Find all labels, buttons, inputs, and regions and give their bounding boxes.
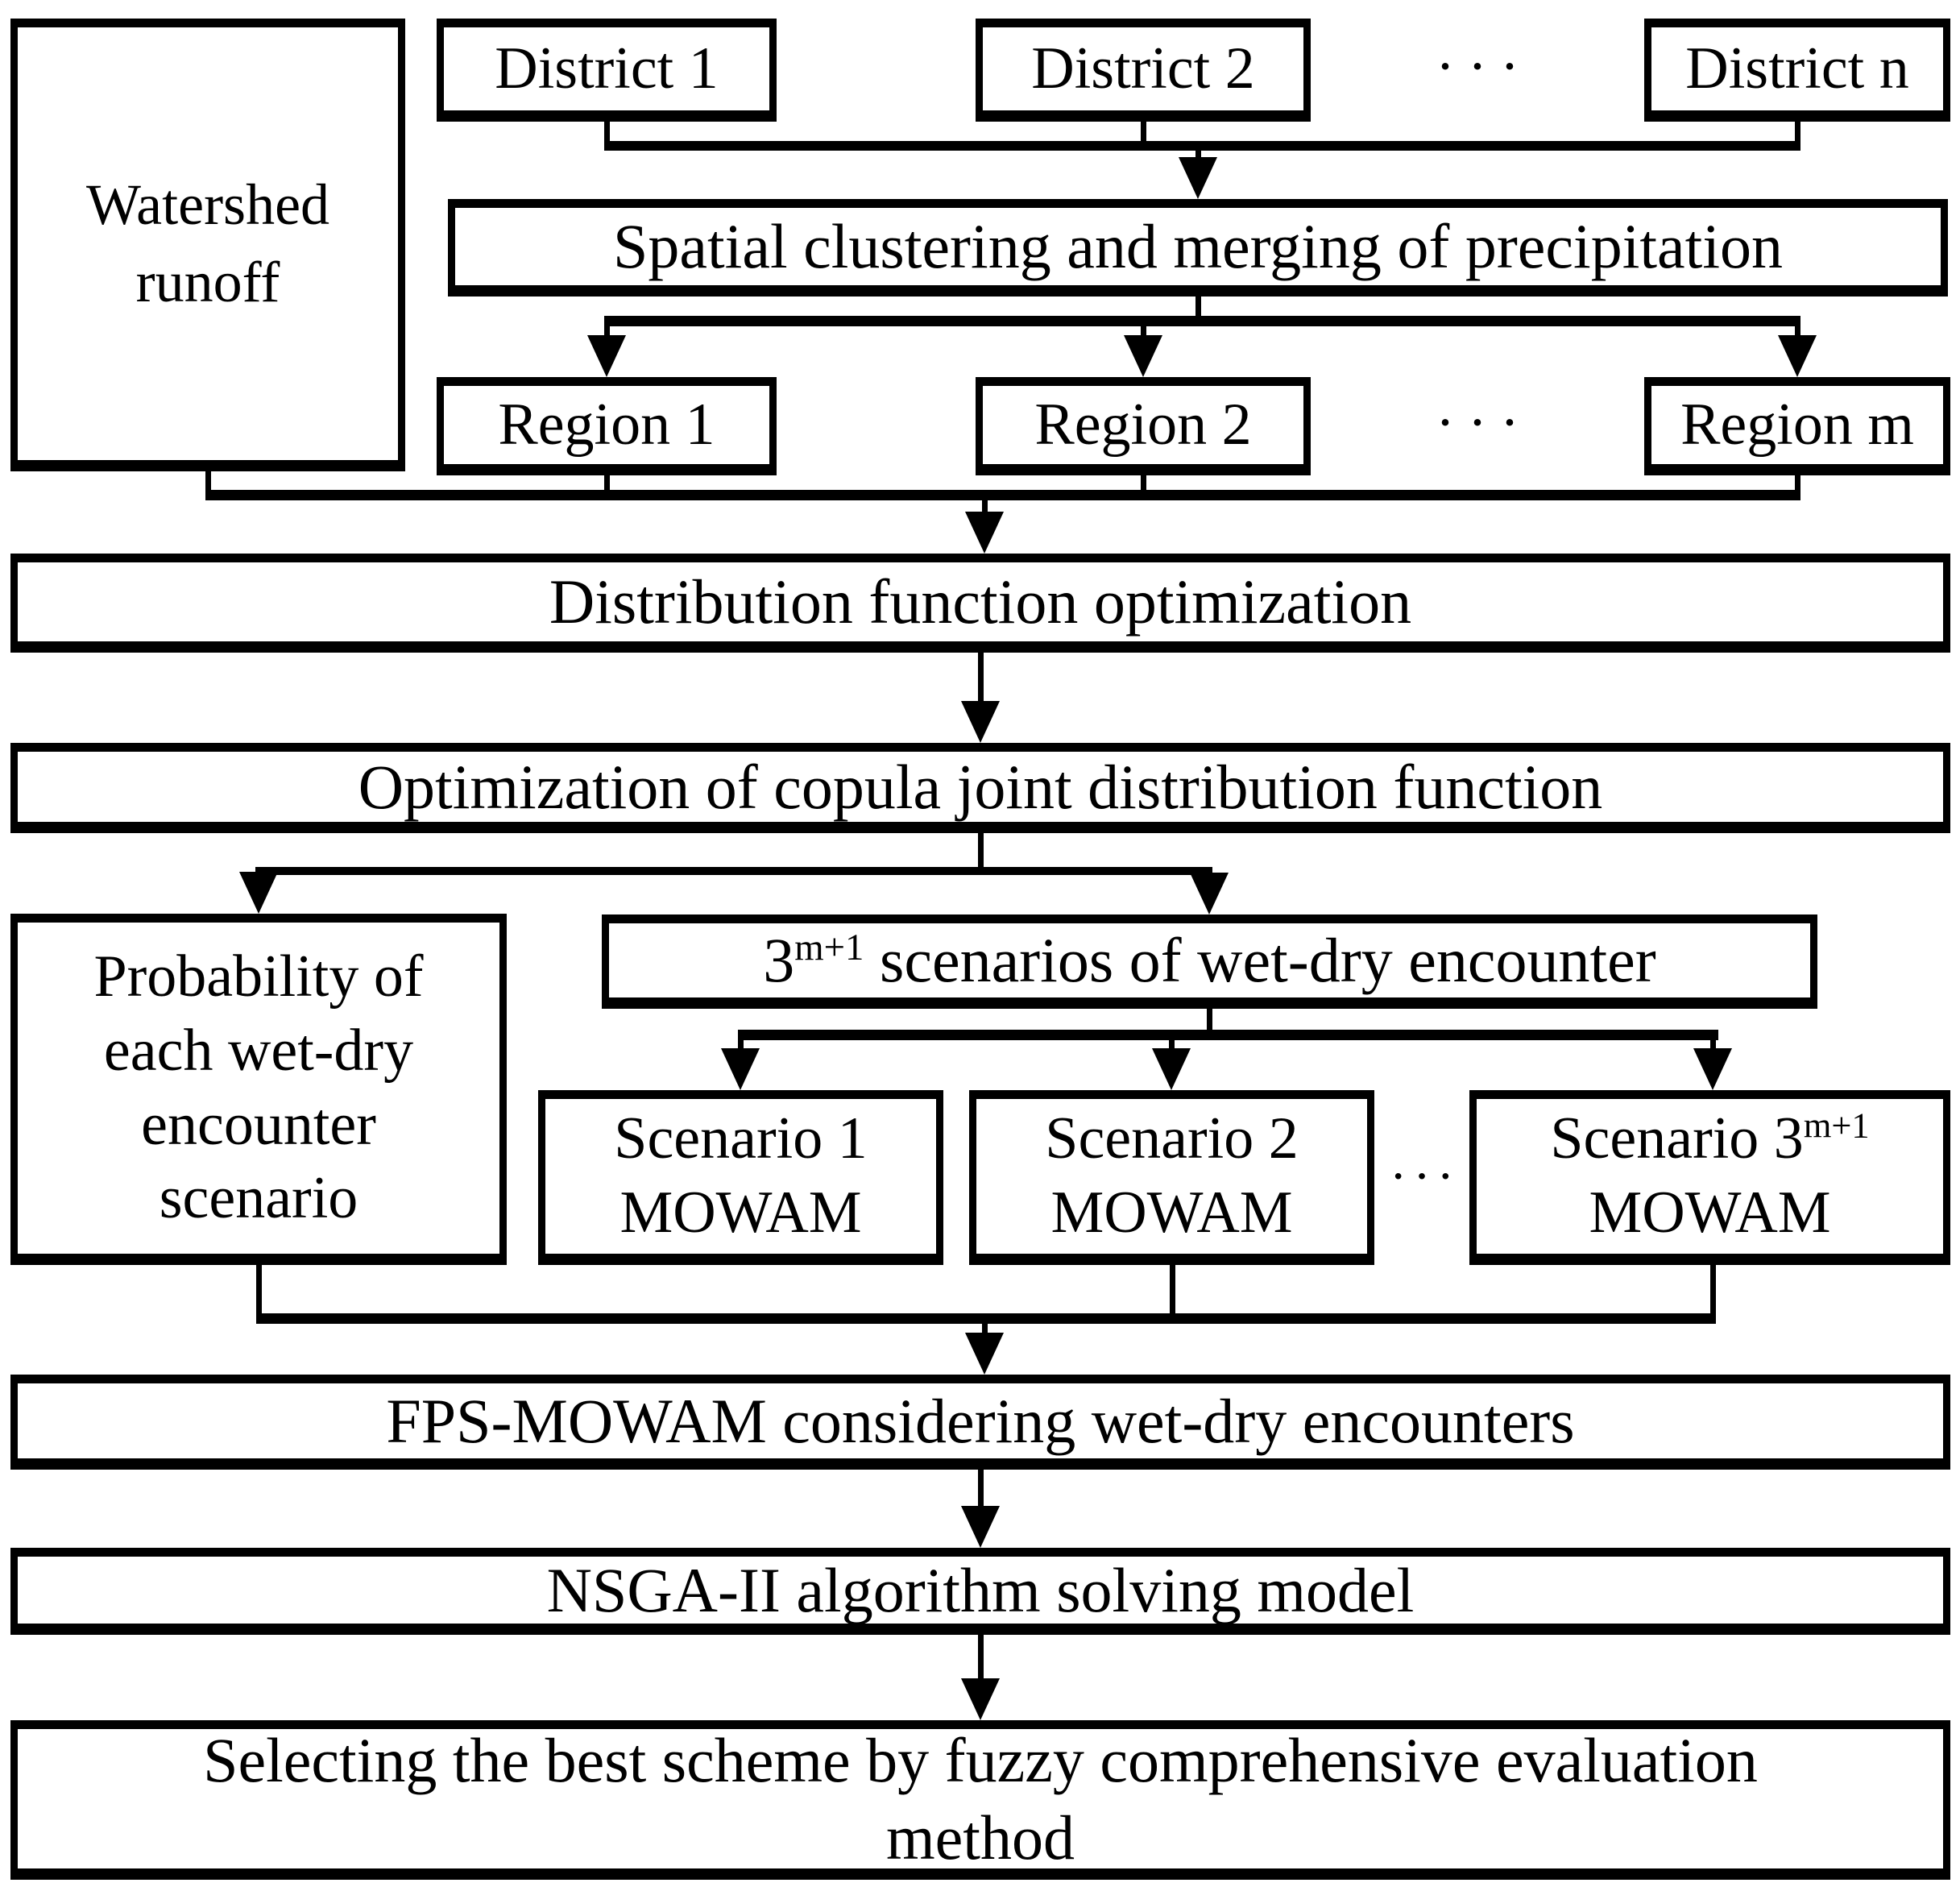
probability-line-1: Probability of bbox=[93, 944, 424, 1010]
watershed-line-1: Watershed bbox=[85, 172, 330, 238]
scenario-3-sup: m+1 bbox=[1803, 1105, 1870, 1146]
scenarios-header-arrowhead bbox=[1190, 873, 1229, 914]
scenarios-header-box: 3m+1 scenarios of wet-dry encounter bbox=[602, 914, 1817, 1009]
scenario-2-arrowhead bbox=[1152, 1048, 1191, 1090]
distribution-function-label: Distribution function optimization bbox=[549, 566, 1412, 637]
scenarios-header-rest: scenarios of wet-dry encounter bbox=[864, 925, 1656, 996]
scenarios-header-sup: m+1 bbox=[794, 927, 864, 969]
scenario-3-box: Scenario 3m+1 MOWAM bbox=[1469, 1090, 1950, 1265]
regions-ellipsis: ··· bbox=[1436, 389, 1532, 454]
copula-drop-line bbox=[978, 833, 984, 875]
district-n-drop-line bbox=[1795, 122, 1800, 151]
district-1-box: District 1 bbox=[437, 19, 777, 122]
scenario-3-line-2: MOWAM bbox=[1589, 1180, 1831, 1246]
region-2-arrowhead bbox=[1124, 335, 1162, 377]
district-2-label: District 2 bbox=[1031, 35, 1255, 102]
spatial-drop-line bbox=[1195, 297, 1201, 324]
district-1-label: District 1 bbox=[495, 35, 719, 102]
probability-line-4: scenario bbox=[159, 1165, 358, 1232]
copula-optimization-box: Optimization of copula joint distributio… bbox=[10, 743, 1950, 833]
scenario-2-line-1: Scenario 2 bbox=[1045, 1105, 1299, 1172]
scenario-3-base: Scenario 3 bbox=[1550, 1105, 1804, 1172]
spatial-clustering-box: Spatial clustering and merging of precip… bbox=[448, 199, 1948, 297]
selecting-line-2: method bbox=[886, 1802, 1075, 1872]
scenarios-header-label: 3m+1 scenarios of wet-dry encounter bbox=[763, 922, 1655, 998]
copula-arrowhead bbox=[961, 701, 1000, 743]
fps-merge-line bbox=[256, 1313, 1716, 1324]
copula-split-line bbox=[255, 867, 1212, 875]
scenario-3-line-1: Scenario 3m+1 bbox=[1550, 1102, 1869, 1176]
district-2-box: District 2 bbox=[976, 19, 1311, 122]
spatial-clustering-label: Spatial clustering and merging of precip… bbox=[612, 211, 1784, 282]
fps-arrowhead bbox=[965, 1333, 1004, 1375]
watershed-drop-line bbox=[205, 471, 211, 500]
nsga-arrow-shaft bbox=[978, 1470, 984, 1512]
selecting-line-1: Selecting the best scheme by fuzzy compr… bbox=[203, 1725, 1758, 1796]
region-2-box: Region 2 bbox=[976, 377, 1311, 475]
probability-line-3: encounter bbox=[141, 1091, 376, 1158]
distribution-arrowhead bbox=[965, 512, 1004, 554]
fps-mowam-label: FPS-MOWAM considering wet-dry encounters bbox=[386, 1385, 1575, 1456]
district-n-box: District n bbox=[1644, 19, 1950, 122]
scenario-2-box: Scenario 2 MOWAM bbox=[969, 1090, 1374, 1265]
district-2-drop-line bbox=[1141, 122, 1146, 151]
selecting-arrow-shaft bbox=[978, 1635, 984, 1683]
districts-merge-line bbox=[604, 141, 1800, 151]
scenario-1-line-2: MOWAM bbox=[619, 1180, 862, 1246]
nsga-label: NSGA-II algorithm solving model bbox=[546, 1554, 1415, 1625]
watershed-runoff-box: Watershed runoff bbox=[10, 19, 405, 471]
region-1-box: Region 1 bbox=[437, 377, 777, 475]
distribution-function-box: Distribution function optimization bbox=[10, 554, 1950, 653]
copula-optimization-label: Optimization of copula joint distributio… bbox=[358, 751, 1603, 822]
fps-arrow-shaft bbox=[982, 1324, 988, 1340]
scenario-1-box: Scenario 1 MOWAM bbox=[538, 1090, 943, 1265]
probability-box: Probability of each wet-dry encounter sc… bbox=[10, 914, 507, 1265]
scenarios-distribution-line bbox=[738, 1030, 1718, 1040]
region-2-arrow-shaft bbox=[1141, 326, 1146, 341]
scenario-1-arrow-shaft bbox=[738, 1040, 744, 1055]
distribution-arrow-shaft bbox=[982, 500, 988, 522]
regions-merge-line bbox=[205, 490, 1800, 500]
copula-arrow-shaft bbox=[978, 653, 984, 709]
scenario-1-line-1: Scenario 1 bbox=[614, 1105, 868, 1172]
region-m-label: Region m bbox=[1680, 392, 1914, 458]
region-1-arrow-shaft bbox=[604, 326, 610, 341]
scenario-1-arrowhead bbox=[721, 1048, 760, 1090]
scenario-3-drop-line bbox=[1710, 1265, 1716, 1323]
region-m-arrowhead bbox=[1778, 335, 1817, 377]
regions-distribution-line bbox=[604, 316, 1800, 326]
region-2-label: Region 2 bbox=[1034, 392, 1252, 458]
region-m-drop-line bbox=[1795, 475, 1800, 500]
district-1-drop-line bbox=[604, 122, 610, 151]
selecting-arrowhead bbox=[961, 1678, 1000, 1720]
region-1-arrowhead bbox=[587, 335, 626, 377]
scenario-3-arrow-shaft bbox=[1710, 1040, 1716, 1055]
scenario-2-line-2: MOWAM bbox=[1050, 1180, 1293, 1246]
nsga-box: NSGA-II algorithm solving model bbox=[10, 1548, 1950, 1635]
scenario-3-arrowhead bbox=[1693, 1048, 1732, 1090]
region-2-drop-line bbox=[1141, 475, 1146, 500]
spatial-arrowhead bbox=[1179, 157, 1217, 199]
scenario-2-drop-line bbox=[1170, 1265, 1175, 1323]
districts-ellipsis: ··· bbox=[1436, 33, 1532, 98]
scenarios-ellipsis: ··· bbox=[1390, 1147, 1461, 1205]
nsga-arrowhead bbox=[961, 1506, 1000, 1548]
district-n-label: District n bbox=[1685, 35, 1909, 102]
scenario-2-arrow-shaft bbox=[1169, 1040, 1175, 1055]
probability-drop-line bbox=[256, 1265, 262, 1323]
scenarios-header-base: 3 bbox=[763, 925, 795, 996]
selecting-box: Selecting the best scheme by fuzzy compr… bbox=[10, 1720, 1950, 1880]
probability-arrowhead bbox=[239, 872, 278, 914]
region-m-box: Region m bbox=[1644, 377, 1950, 475]
fps-mowam-box: FPS-MOWAM considering wet-dry encounters bbox=[10, 1375, 1950, 1470]
scenarios-header-drop-line bbox=[1207, 1009, 1212, 1038]
region-m-arrow-shaft bbox=[1795, 326, 1800, 341]
probability-line-2: each wet-dry bbox=[103, 1017, 414, 1084]
region-1-drop-line bbox=[604, 475, 610, 500]
watershed-line-2: runoff bbox=[135, 249, 280, 314]
region-1-label: Region 1 bbox=[498, 392, 715, 458]
